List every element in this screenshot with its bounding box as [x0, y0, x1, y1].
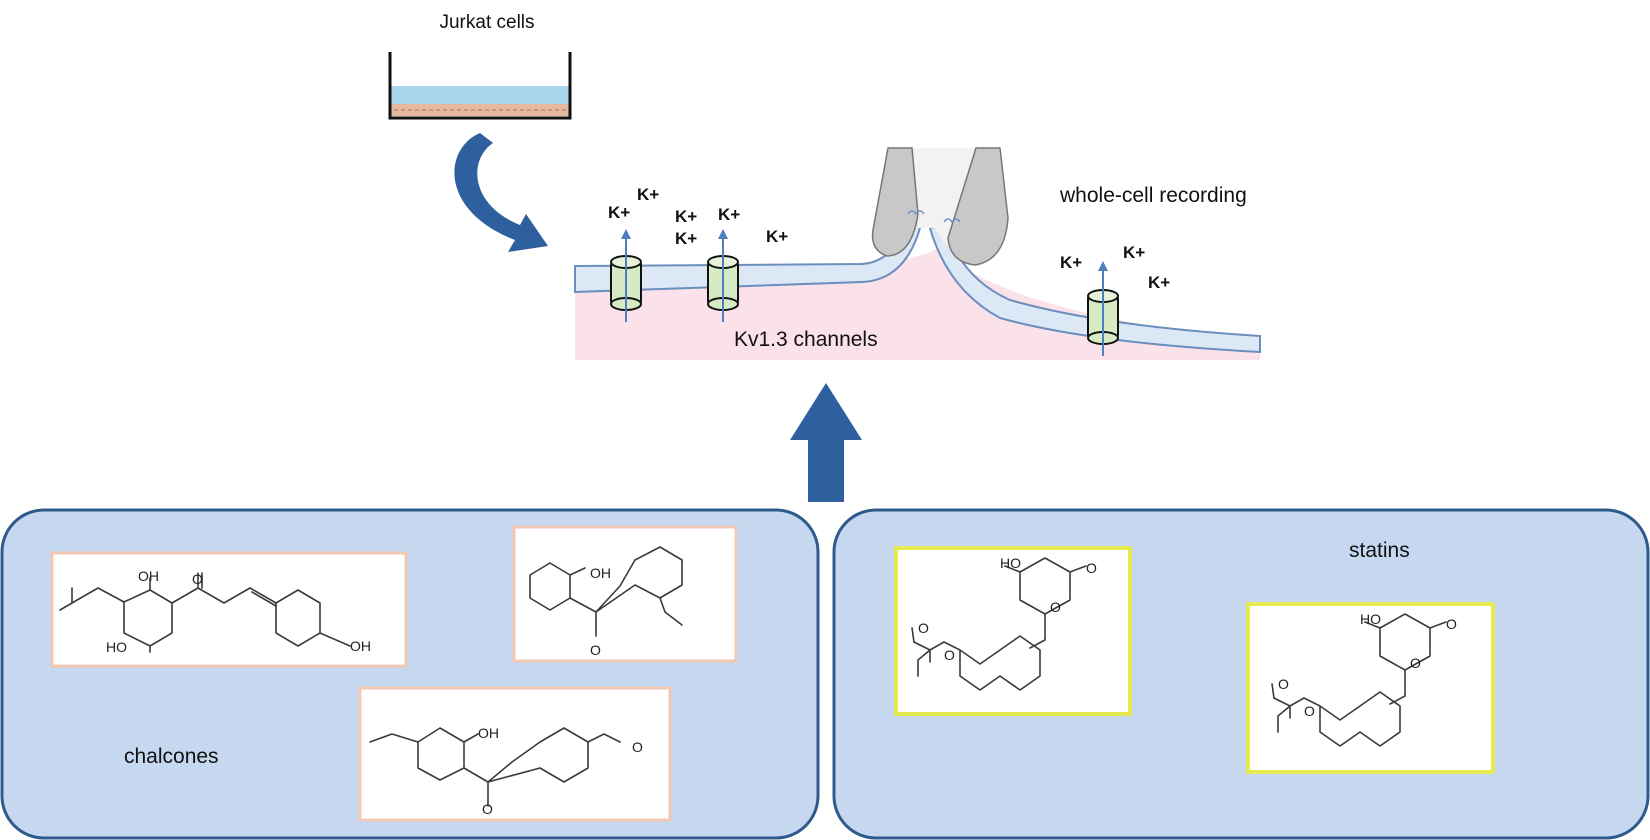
k-ion-label: K+ — [675, 229, 697, 248]
atom-oh: OH — [138, 568, 159, 584]
statin-structure-2: HO O O O O — [1246, 602, 1495, 774]
recording-label: whole-cell recording — [1059, 184, 1247, 207]
chalcone-structure-2: OH O — [512, 525, 738, 663]
kv13-channel-2 — [707, 229, 739, 322]
atom-ho: HO — [1360, 611, 1381, 627]
atom-oh: OH — [590, 565, 611, 581]
k-ion-label: K+ — [608, 203, 630, 222]
atom-o: O — [1086, 560, 1097, 576]
k-ion-label: K+ — [1148, 273, 1170, 292]
up-arrow-icon — [790, 383, 862, 502]
chalcones-title: chalcones — [124, 745, 219, 768]
dish-walls — [388, 52, 572, 120]
atom-ho: HO — [106, 639, 127, 655]
membrane-right — [928, 222, 1261, 354]
atom-ho: HO — [1000, 555, 1021, 571]
atom-o: O — [192, 571, 203, 587]
atom-o: O — [944, 647, 955, 663]
cell-scene: K+ K+ K+ K+ K+ K+ K+ K+ K+ whole-cell re… — [574, 147, 1261, 360]
atom-oh: OH — [478, 725, 499, 741]
membrane-left — [574, 219, 922, 294]
k-ion-label: K+ — [1060, 253, 1082, 272]
atom-o: O — [1304, 703, 1315, 719]
atom-oh: OH — [350, 638, 371, 654]
atom-o: O — [590, 642, 601, 658]
k-ion-label: K+ — [1123, 243, 1145, 262]
chalcone-structure-3: OH O O — [358, 686, 672, 822]
atom-o: O — [1278, 676, 1289, 692]
statin-structure-1: HO O O O O — [894, 546, 1132, 716]
atom-o: O — [1446, 616, 1457, 632]
culture-dish — [388, 52, 572, 120]
statins-title: statins — [1349, 539, 1410, 562]
k-ion-label: K+ — [766, 227, 788, 246]
atom-o: O — [482, 801, 493, 817]
atom-o: O — [632, 739, 643, 755]
kv13-channel-3 — [1087, 261, 1119, 356]
kv13-channel-1 — [610, 229, 642, 322]
patch-pipette — [871, 147, 1009, 266]
atom-o: O — [1050, 599, 1061, 615]
atom-o: O — [1410, 655, 1421, 671]
dish-label: Jurkat cells — [439, 12, 534, 33]
k-ion-label: K+ — [718, 205, 740, 224]
atom-o: O — [918, 620, 929, 636]
chalcone-structure-1: OH HO O OH — [50, 551, 408, 668]
channels-label: Kv1.3 channels — [734, 328, 878, 351]
k-ion-label: K+ — [675, 207, 697, 226]
k-ion-label: K+ — [637, 185, 659, 204]
curved-arrow-icon — [454, 133, 548, 252]
